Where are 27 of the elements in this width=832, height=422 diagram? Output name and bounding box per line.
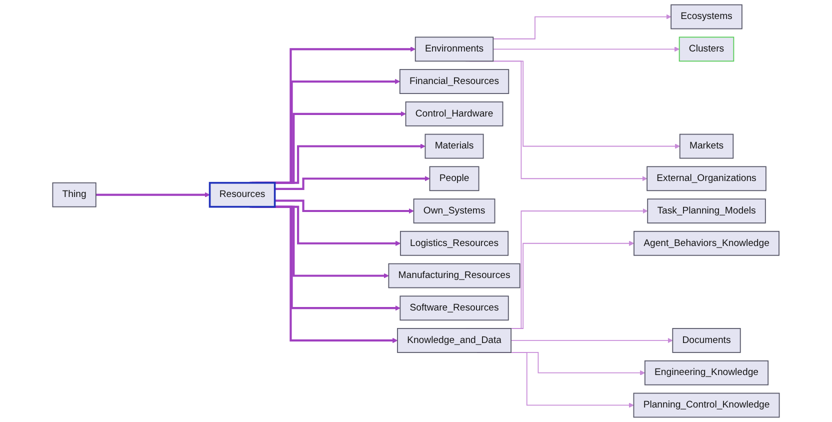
node-box: Resources <box>208 182 276 208</box>
node-box: Task_Planning_Models <box>647 198 766 224</box>
arrow <box>492 14 672 40</box>
node-box: Materials <box>424 134 484 159</box>
arrow <box>96 192 210 198</box>
node-box: Agent_Behaviors_Knowledge <box>634 230 780 256</box>
arrow <box>274 176 430 190</box>
node-box: Environments <box>414 36 494 62</box>
node-box: Logistics_Resources <box>400 230 509 256</box>
node-box: Financial_Resources <box>399 69 510 94</box>
arrow <box>492 46 680 52</box>
node-box: External_Organizations <box>646 166 766 192</box>
node-box: Ecosystems <box>670 4 742 30</box>
node-box: Manufacturing_Resources <box>388 263 520 288</box>
node-box: Documents <box>672 328 741 353</box>
node-box: Own_Systems <box>413 198 496 224</box>
node-box: Software_Resources <box>400 296 509 321</box>
node-box: Clusters <box>678 36 734 62</box>
node-box: Control_Hardware <box>405 101 504 126</box>
node-box: People <box>429 166 480 192</box>
node-box: Markets <box>679 134 734 159</box>
arrow <box>274 200 414 214</box>
node-box: Engineering_Knowledge <box>644 360 769 386</box>
node-box: Thing <box>52 182 96 208</box>
arrow <box>510 338 673 344</box>
node-box: Planning_Control_Knowledge <box>633 392 780 418</box>
node-box: Knowledge_and_Data <box>397 328 512 353</box>
